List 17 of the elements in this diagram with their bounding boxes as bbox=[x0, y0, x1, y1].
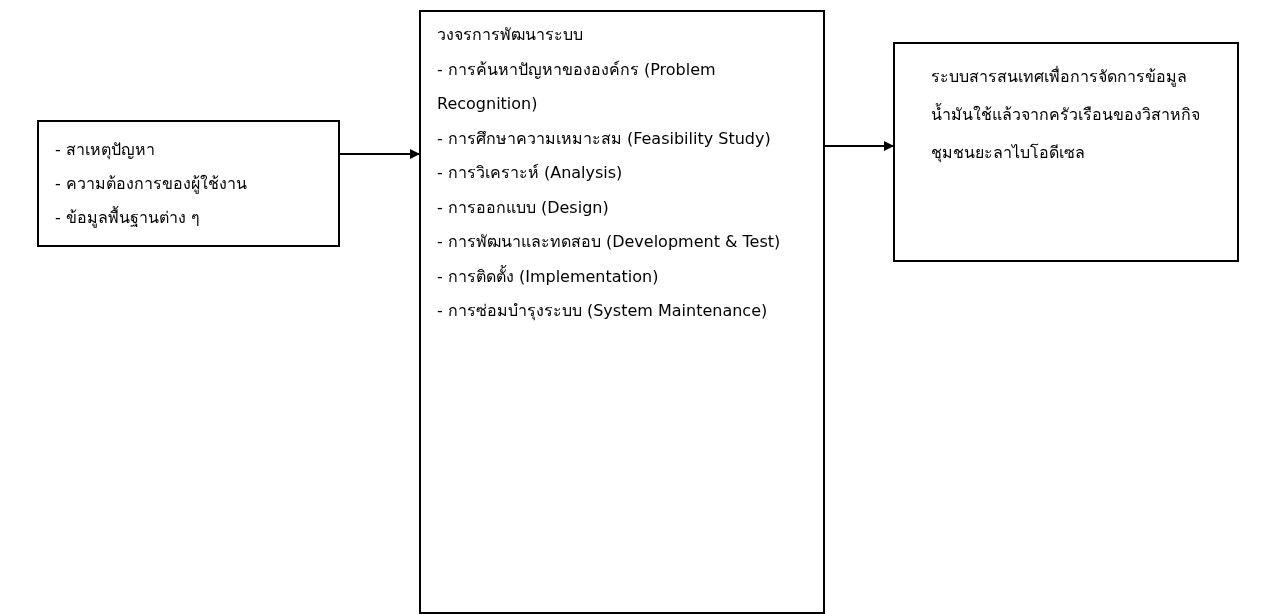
box-text: - ข้อมูลพื้นฐานต่าง ๆ bbox=[55, 205, 201, 230]
arrow bbox=[824, 141, 894, 151]
box-text: - สาเหตุปัญหา bbox=[55, 138, 156, 162]
box-heading: วงจรการพัฒนาระบบ bbox=[437, 24, 584, 46]
box-text: ระบบสารสนเทศเพื่อการจัดการข้อมูลน้ำมันใช้แล้วจากครัวเรือนของวิสาหกิจชุมชนยะลาไบโอดีเซล bbox=[931, 65, 1201, 165]
arrow bbox=[339, 149, 420, 159]
process-box bbox=[419, 10, 825, 614]
box-text: - การพัฒนาและทดสอบ (Development & Test) bbox=[437, 231, 782, 253]
process-box bbox=[37, 120, 340, 247]
box-text: - การติดตั้ง (Implementation) bbox=[437, 264, 660, 288]
box-text: - การวิเคราะห์ (Analysis) bbox=[437, 162, 624, 184]
process-box bbox=[893, 42, 1239, 262]
box-text: - การศึกษาความเหมาะสม (Feasibility Study) bbox=[437, 127, 772, 150]
box-text: - การออกแบบ (Design) bbox=[437, 196, 610, 219]
box-text: - ความต้องการของผู้ใช้งาน bbox=[55, 172, 248, 196]
box-text: - การซ่อมบำรุงระบบ (System Maintenance) bbox=[437, 300, 769, 323]
box-text: - การค้นหาปัญหาขององค์กร (Problem Recognition) bbox=[437, 58, 717, 115]
